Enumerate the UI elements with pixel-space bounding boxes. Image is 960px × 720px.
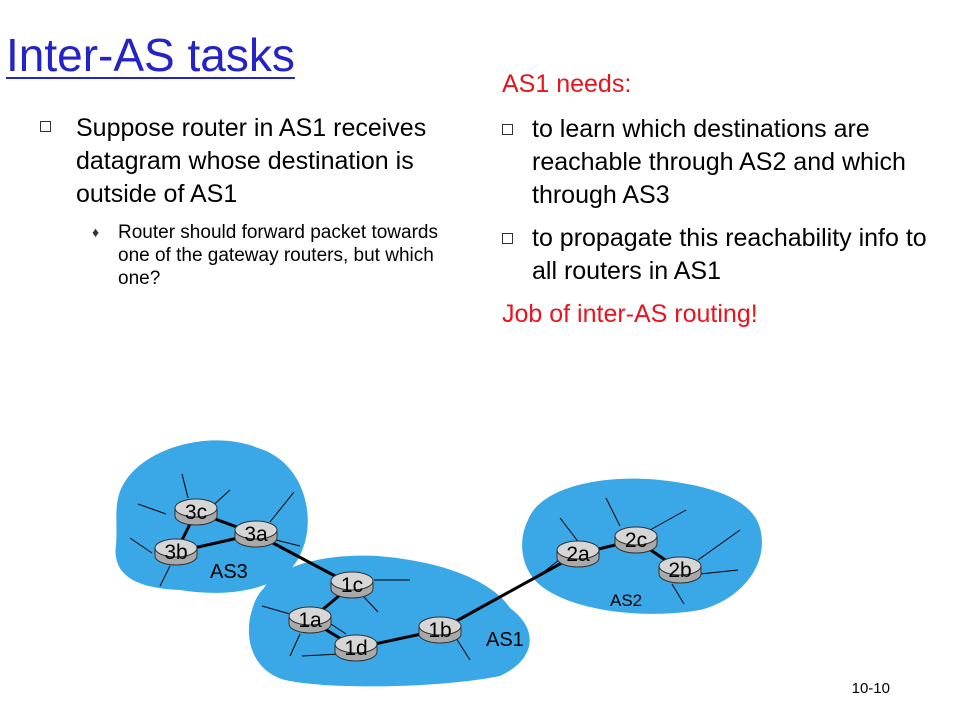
right-conclusion: Job of inter-AS routing! bbox=[502, 300, 758, 328]
as1-label: AS1 bbox=[486, 629, 524, 651]
right-point-text: to propagate this reachability info to a… bbox=[532, 224, 927, 285]
router-3a-label: 3a bbox=[244, 523, 268, 546]
square-bullet-icon bbox=[40, 121, 51, 132]
router-3c-label: 3c bbox=[185, 501, 207, 524]
as3-label: AS3 bbox=[210, 561, 248, 583]
diamond-bullet-icon: ♦ bbox=[92, 224, 100, 240]
router-3b-label: 3b bbox=[164, 541, 187, 564]
square-bullet-icon bbox=[502, 233, 513, 244]
router-2c-label: 2c bbox=[625, 529, 647, 552]
right-point-text: to learn which destinations are reachabl… bbox=[532, 115, 906, 209]
page-number: 10-10 bbox=[851, 680, 890, 697]
as2-label: AS2 bbox=[610, 591, 642, 610]
right-point: to learn which destinations are reachabl… bbox=[502, 113, 942, 212]
router-1b-label: 1b bbox=[428, 619, 451, 642]
right-heading: AS1 needs: bbox=[502, 70, 632, 98]
host-links bbox=[129, 473, 741, 661]
left-column: Suppose router in AS1 receives datagram … bbox=[40, 112, 440, 290]
slide-title: Inter-AS tasks bbox=[6, 29, 295, 81]
left-point-text: Suppose router in AS1 receives datagram … bbox=[76, 114, 427, 208]
square-bullet-icon bbox=[502, 124, 513, 135]
router-1c-label: 1c bbox=[341, 574, 363, 597]
right-column: AS1 needs: to learn which destinations a… bbox=[502, 68, 942, 331]
router-1d-label: 1d bbox=[344, 637, 367, 660]
as1-cloud bbox=[248, 555, 530, 687]
right-point: to propagate this reachability info to a… bbox=[502, 222, 942, 288]
router-1a-label: 1a bbox=[298, 609, 322, 632]
router-2b-label: 2b bbox=[668, 559, 691, 582]
router-2a-label: 2a bbox=[566, 543, 590, 566]
left-sub-point: ♦ Router should forward packet towards o… bbox=[40, 221, 440, 290]
left-sub-point-text: Router should forward packet towards one… bbox=[118, 222, 438, 289]
left-point: Suppose router in AS1 receives datagram … bbox=[40, 112, 440, 211]
